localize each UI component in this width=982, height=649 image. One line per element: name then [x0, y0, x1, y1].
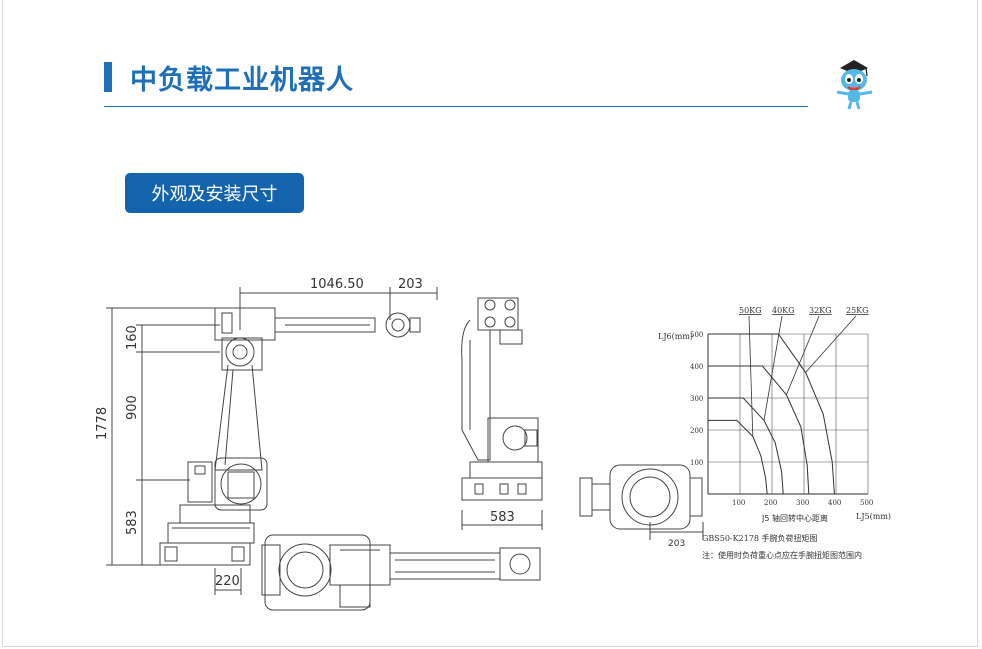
title-accent-bar	[104, 62, 112, 92]
dim-side-wrist: 203	[398, 277, 423, 292]
dim-side-height-3: 583	[125, 510, 140, 535]
chart-series-line-32KG	[708, 365, 810, 495]
section-label-appearance: 外观及安装尺寸	[125, 173, 304, 213]
chart-series-line-25KG	[708, 333, 835, 495]
chart-series-line-50KG	[708, 419, 768, 495]
chart-y-tick: 500	[690, 331, 703, 339]
chart-y-tick: 200	[690, 427, 703, 435]
chart-x-tick: 100	[732, 499, 745, 507]
page-title: 中负载工业机器人	[130, 65, 354, 96]
chart-series-label-40KG: 40KG	[772, 306, 795, 315]
chart-y-tick: 300	[690, 395, 703, 403]
chart-note: 注：使用时负荷重心点应在手腕扭矩图范围内	[702, 550, 862, 560]
chart-series-label-50KG: 50KG	[739, 306, 762, 315]
chart-x-tick: 300	[796, 499, 809, 507]
chart-x-unit: LJ5(mm)	[856, 512, 891, 521]
chart-y-label: LJ6(mm)	[658, 332, 693, 341]
chart-y-tick: 100	[690, 459, 703, 467]
chart-title: GBS50-K2178 手腕负荷扭矩图	[702, 533, 818, 543]
dim-side-base: 220	[215, 574, 240, 589]
dim-side-height-1: 160	[125, 325, 140, 350]
dim-front-base: 583	[490, 510, 515, 525]
chart-x-tick: 500	[860, 499, 873, 507]
dim-side-height-2: 900	[125, 395, 140, 420]
title-divider	[104, 106, 808, 107]
robot-mascot-icon	[836, 60, 873, 110]
chart-series-leader-25KG	[805, 315, 857, 373]
chart-x-label: J5 轴回转中心距离	[761, 513, 828, 523]
chart-x-tick: 400	[828, 499, 841, 507]
dim-side-reach: 1046.50	[310, 277, 364, 292]
chart-series-label-32KG: 32KG	[809, 306, 832, 315]
chart-series-leader-50KG	[748, 315, 754, 437]
chart-series-label-25KG: 25KG	[846, 306, 869, 315]
chart-series-line-40KG	[708, 397, 784, 495]
dim-wrist: 203	[668, 539, 685, 549]
chart-series-leader-32KG	[786, 315, 820, 395]
chart-series-leader-40KG	[763, 315, 783, 421]
dim-side-height-total: 1778	[95, 407, 110, 440]
chart-y-tick: 400	[690, 363, 703, 371]
chart-x-tick: 200	[764, 499, 777, 507]
